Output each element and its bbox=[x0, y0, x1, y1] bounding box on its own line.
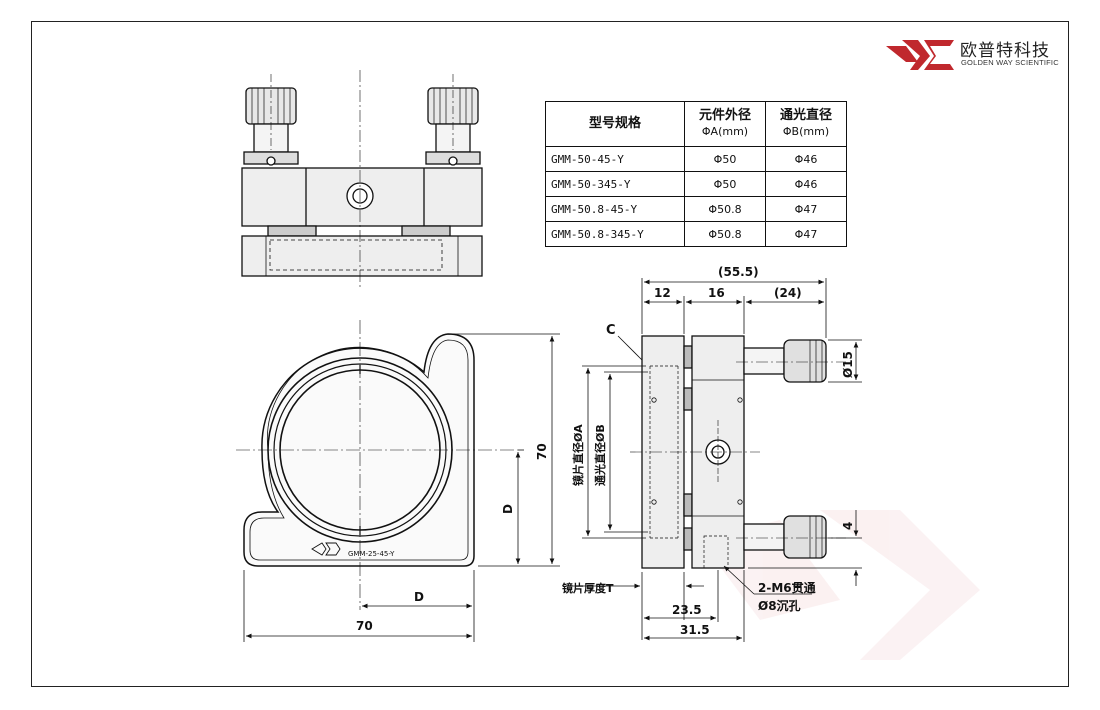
table-row: GMM-50.8-345-Y Φ50.8 Φ47 bbox=[545, 221, 847, 247]
hole-note-2: Ø8沉孔 bbox=[758, 598, 801, 613]
side-dimensions bbox=[566, 278, 862, 642]
dim-side-knob: Ø15 bbox=[841, 351, 855, 378]
engraved-logo-icon bbox=[311, 542, 341, 556]
brand-logo: 欧普特科技 GOLDEN WAY SCIENTIFIC bbox=[884, 36, 1060, 74]
brand-name-cn: 欧普特科技 bbox=[960, 41, 1050, 61]
cell-outer: Φ50 bbox=[684, 171, 766, 197]
table-row: GMM-50-345-Y Φ50 Φ46 bbox=[545, 171, 847, 197]
dim-side-total: (55.5) bbox=[718, 265, 759, 279]
dim-side-seg3: (24) bbox=[774, 286, 802, 300]
table-row: GMM-50.8-45-Y Φ50.8 Φ47 bbox=[545, 196, 847, 222]
cell-outer: Φ50.8 bbox=[684, 221, 766, 247]
chamfer-label: C bbox=[606, 323, 616, 338]
dim-front-d-horizontal: D bbox=[414, 590, 424, 604]
cell-clear: Φ47 bbox=[765, 221, 847, 247]
dim-front-d-vertical: D bbox=[501, 504, 515, 514]
engraving-text: GMM-25-45-Y bbox=[348, 550, 395, 558]
cell-model: GMM-50.8-45-Y bbox=[545, 196, 685, 222]
front-view bbox=[236, 320, 518, 610]
dim-side-seg1: 12 bbox=[654, 286, 671, 300]
top-view bbox=[241, 70, 483, 290]
dim-side-seg2: 16 bbox=[708, 286, 725, 300]
dim-side-small: 4 bbox=[841, 522, 855, 530]
brand-name-en: GOLDEN WAY SCIENTIFIC bbox=[961, 58, 1059, 67]
cell-model: GMM-50.8-345-Y bbox=[545, 221, 685, 247]
label-clear-diameter: 通光直径ØB bbox=[593, 424, 607, 486]
label-outer-diameter: 镜片直径ØA bbox=[571, 424, 585, 486]
front-dimensions bbox=[243, 333, 560, 642]
drawing-frame bbox=[31, 21, 1069, 687]
dim-side-31-5: 31.5 bbox=[680, 623, 710, 637]
dim-side-23-5: 23.5 bbox=[672, 603, 702, 617]
cell-outer: Φ50 bbox=[684, 146, 766, 172]
side-view bbox=[630, 335, 846, 569]
table-row: GMM-50-45-Y Φ50 Φ46 bbox=[545, 146, 847, 172]
dim-front-height: 70 bbox=[535, 443, 549, 460]
brand-logo-mark-icon bbox=[886, 40, 954, 70]
hole-note-1: 2-M6贯通 bbox=[758, 580, 816, 595]
header-model: 型号规格 bbox=[545, 101, 685, 147]
dim-front-width: 70 bbox=[356, 619, 373, 633]
label-thickness: 镜片厚度T bbox=[562, 581, 614, 595]
